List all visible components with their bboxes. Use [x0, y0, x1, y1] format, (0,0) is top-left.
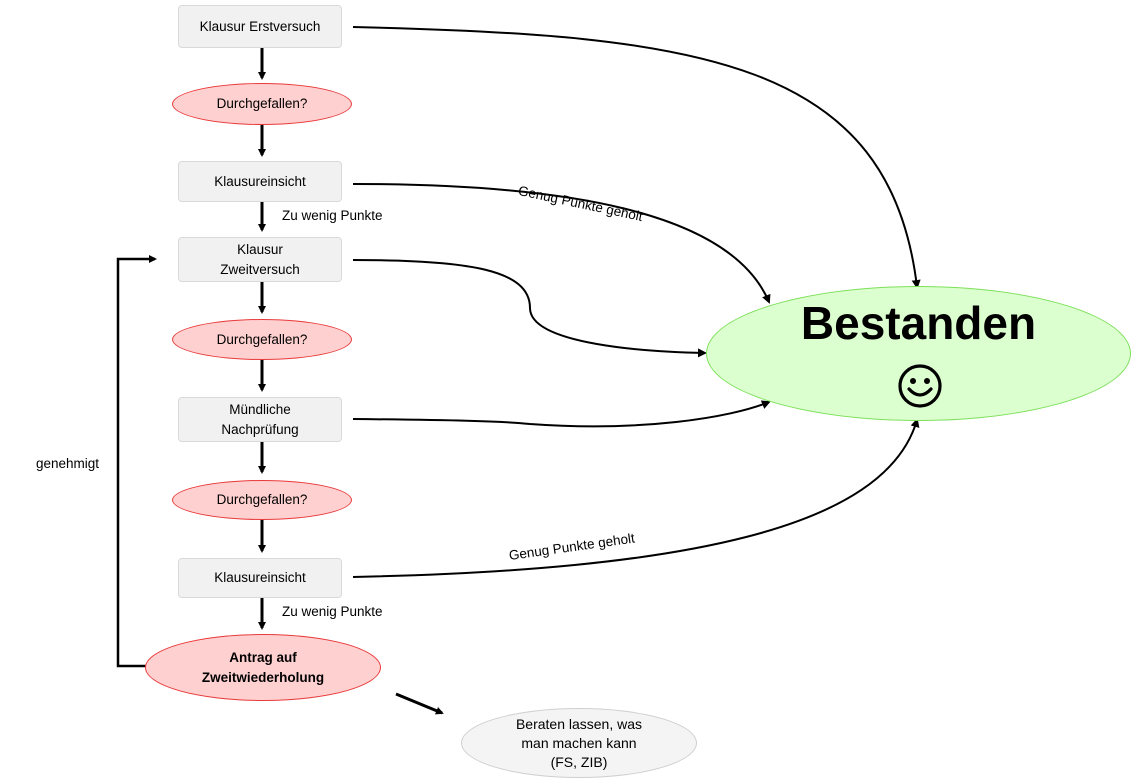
- advice-label-line-3: (FS, ZIB): [550, 753, 608, 770]
- decision-durchgefallen-2: Durchgefallen?: [172, 319, 352, 360]
- decision-label-line-2: Zweitwiederholung: [201, 669, 325, 685]
- step-label-line-1: Klausur: [237, 241, 283, 257]
- step-klausur-zweitversuch: Klausur Zweitversuch: [178, 237, 342, 282]
- decision-label: Durchgefallen?: [216, 331, 308, 347]
- step-klausur-erstversuch: Klausur Erstversuch: [178, 5, 342, 48]
- step-label: Klausureinsicht: [214, 570, 306, 585]
- advice-label-line-2: man machen kann: [521, 734, 637, 751]
- step-label-line-1: Mündliche: [229, 401, 291, 417]
- step-label-line-2: Nachprüfung: [221, 421, 299, 437]
- curve-erstversuch-to-bestanden: [352, 26, 921, 289]
- step-label: Klausureinsicht: [214, 173, 306, 189]
- decision-label: Durchgefallen?: [216, 96, 308, 111]
- step-klausureinsicht-1: Klausureinsicht: [178, 161, 342, 202]
- decision-antrag-zweitwiederholung: Antrag auf Zweitwiederholung: [145, 634, 381, 701]
- decision-label: Durchgefallen?: [216, 492, 308, 507]
- step-label-line-2: Zweitversuch: [220, 261, 300, 277]
- advice-beraten-lassen: Beraten lassen, was man machen kann (FS,…: [461, 708, 697, 778]
- outcome-label: Bestanden: [800, 297, 1037, 349]
- step-muendliche-nachpruefung: Mündliche Nachprüfung: [178, 397, 342, 442]
- arrow-antrag-to-beraten: [395, 692, 444, 715]
- step-label: Klausur Erstversuch: [199, 18, 321, 34]
- label-zu-wenig-punkte-1: Zu wenig Punkte: [282, 208, 383, 223]
- smiley-icon: [898, 364, 942, 408]
- label-genehmigt: genehmigt: [36, 456, 100, 471]
- outcome-bestanden: Bestanden: [706, 286, 1131, 421]
- decision-durchgefallen-3: Durchgefallen?: [172, 480, 352, 520]
- curve-einsicht-2-to-bestanden: [352, 418, 920, 578]
- label-zu-wenig-punkte-2: Zu wenig Punkte: [282, 604, 383, 619]
- decision-label-line-1: Antrag auf: [229, 649, 297, 665]
- loop-genehmigt-connector: [116, 255, 157, 668]
- chain-arrows: [258, 48, 444, 715]
- curve-muendliche-to-bestanden: [352, 400, 771, 428]
- curve-zweitversuch-to-bestanden: [352, 259, 707, 358]
- advice-label-line-1: Beraten lassen, was: [515, 715, 643, 732]
- decision-durchgefallen-1: Durchgefallen?: [172, 83, 352, 125]
- step-klausureinsicht-2: Klausureinsicht: [178, 558, 342, 598]
- curve-einsicht-1-to-bestanden: [352, 183, 771, 304]
- pass-connectors: [352, 26, 921, 578]
